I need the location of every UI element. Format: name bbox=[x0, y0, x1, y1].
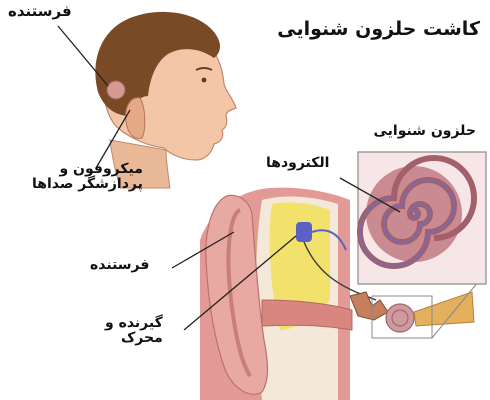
cochlea-inset bbox=[340, 152, 486, 284]
label-microphone-line1: میکروفون و bbox=[32, 162, 143, 177]
label-receiver-stimulator: گیرنده و محرک bbox=[105, 316, 163, 345]
diagram-title: کاشت حلزون شنوایی bbox=[277, 20, 480, 40]
receiver-stimulator bbox=[296, 222, 312, 242]
label-microphone-processor: میکروفون و پردازشگر صداها bbox=[32, 162, 143, 191]
label-microphone-line2: پردازشگر صداها bbox=[32, 177, 143, 192]
small-cochlea bbox=[386, 304, 414, 332]
cochlea-large-body bbox=[366, 166, 462, 262]
label-cochlea: حلزون شنوایی bbox=[373, 124, 476, 139]
head-eye bbox=[202, 78, 207, 83]
label-transmitter-ear: فرستنده bbox=[90, 258, 149, 273]
label-receiver-line1: گیرنده و bbox=[105, 316, 163, 331]
label-electrodes: الکترودها bbox=[266, 156, 329, 171]
label-transmitter-head: فرستنده bbox=[8, 4, 72, 20]
label-receiver-line2: محرک bbox=[105, 331, 163, 346]
transmitter-disc bbox=[107, 81, 125, 99]
